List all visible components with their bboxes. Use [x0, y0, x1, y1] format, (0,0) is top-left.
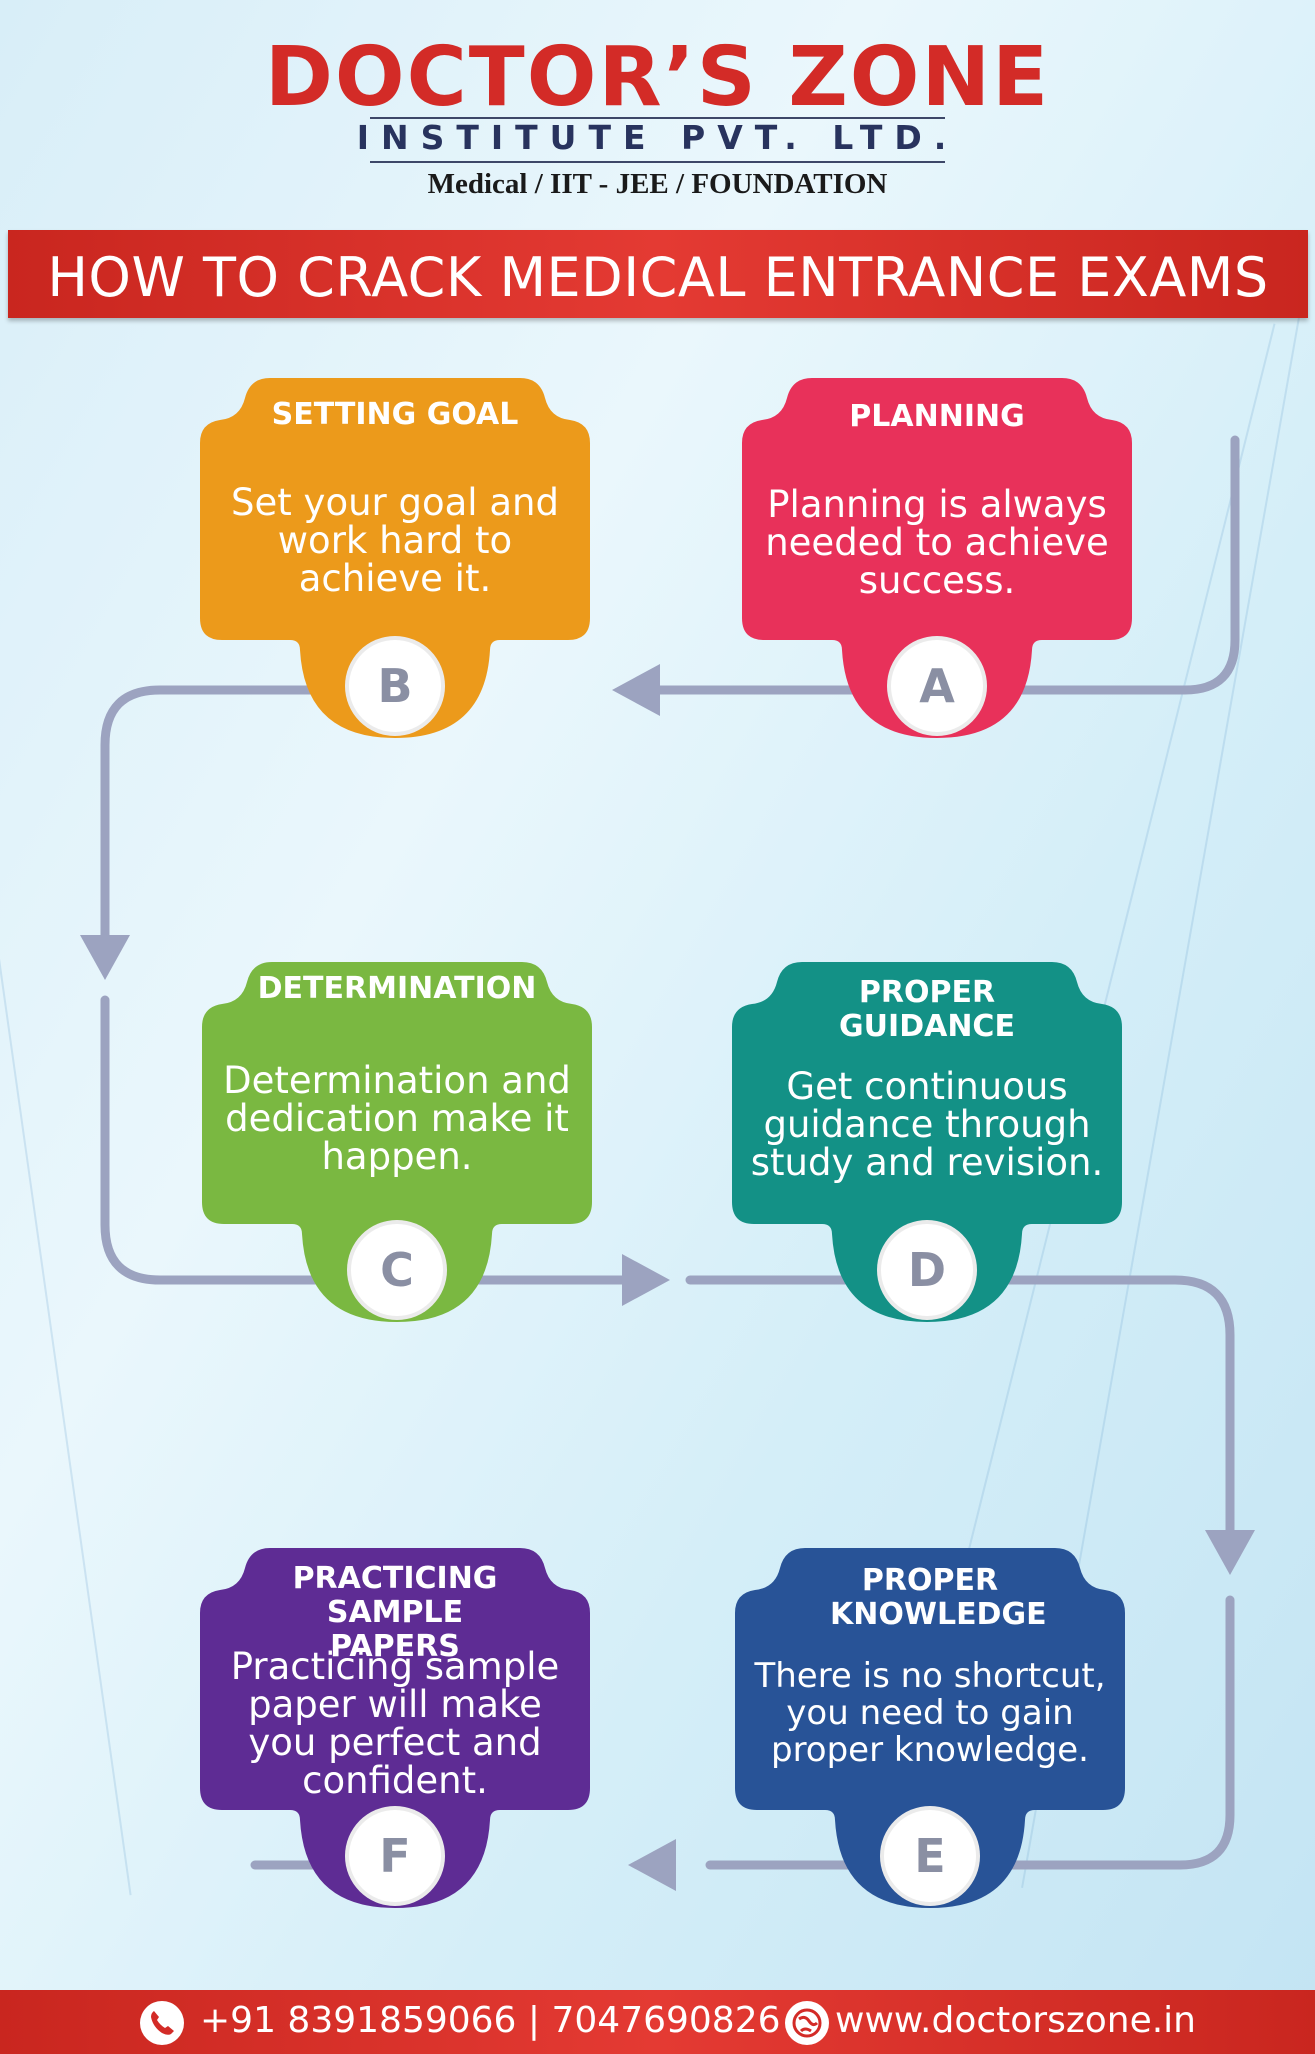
card-shape: [732, 962, 1122, 1322]
arrow-left-icon: [612, 664, 660, 716]
step-title-f: PRACTICING SAMPLE PAPERS: [292, 1561, 498, 1664]
footer-phone[interactable]: +91 8391859066 | 7047690826: [200, 2000, 781, 2041]
card-shape: [735, 1548, 1125, 1908]
step-title-c: DETERMINATION: [257, 971, 537, 1006]
globe-icon: [785, 2001, 829, 2045]
path-c: [100, 995, 360, 1285]
title-banner: HOW TO CRACK MEDICAL ENTRANCE EXAMS: [8, 230, 1308, 318]
arrow-down-icon: [1205, 1530, 1255, 1575]
path-d: [950, 1275, 1235, 1545]
step-title-d: PROPER GUIDANCE: [839, 975, 1015, 1044]
step-card-e: PROPER KNOWLEDGE There is no shortcut, y…: [735, 1548, 1125, 1908]
step-badge-b: B: [345, 636, 445, 736]
step-badge-f: F: [345, 1806, 445, 1906]
path-e: [925, 1595, 1235, 1870]
step-letter-f: F: [379, 1829, 411, 1883]
card-shape: [742, 378, 1132, 738]
path-b: [100, 685, 355, 945]
step-card-f: PRACTICING SAMPLE PAPERS Practicing samp…: [200, 1548, 590, 1908]
step-letter-a: A: [919, 659, 955, 713]
step-body-a: Planning is always needed to achieve suc…: [765, 483, 1109, 602]
step-card-a: PLANNING Planning is always needed to ac…: [742, 378, 1132, 738]
step-letter-d: D: [907, 1243, 947, 1297]
brand-name: DOCTOR’S ZONE: [264, 30, 1051, 125]
step-badge-c: C: [347, 1220, 447, 1320]
step-body-c: Determination and dedication make it hap…: [223, 1059, 571, 1178]
header-rule-top: [370, 117, 945, 119]
card-shape: [200, 378, 590, 738]
header: DOCTOR’S ZONE INSTITUTE PVT. LTD. Medica…: [0, 0, 1315, 228]
step-letter-c: C: [380, 1243, 414, 1297]
card-shape: [202, 962, 592, 1322]
arrow-left-icon: [628, 1839, 676, 1891]
footer-website[interactable]: www.doctorszone.in: [835, 2000, 1196, 2041]
step-title-a: PLANNING: [849, 399, 1025, 434]
step-title-e: PROPER KNOWLEDGE: [830, 1563, 1047, 1632]
step-body-e: There is no shortcut, you need to gain p…: [754, 1656, 1106, 1770]
step-body-f: Practicing sample paper will make you pe…: [230, 1645, 560, 1802]
path-a: [925, 435, 1240, 695]
arrow-right-icon: [622, 1254, 670, 1306]
brand-tagline: Medical / IIT - JEE / FOUNDATION: [427, 168, 888, 200]
step-letter-e: E: [914, 1829, 946, 1883]
phone-icon: [140, 2001, 184, 2045]
step-title-b: SETTING GOAL: [271, 397, 519, 432]
step-card-d: PROPER GUIDANCE Get continuous guidance …: [732, 962, 1122, 1322]
step-badge-e: E: [880, 1806, 980, 1906]
header-rule-bottom: [370, 161, 945, 163]
step-letter-b: B: [377, 659, 413, 713]
step-card-b: SETTING GOAL Set your goal and work hard…: [200, 378, 590, 738]
step-body-d: Get continuous guidance through study an…: [750, 1065, 1104, 1184]
step-badge-d: D: [877, 1220, 977, 1320]
step-badge-a: A: [887, 636, 987, 736]
arrow-down-icon: [80, 935, 130, 980]
step-body-b: Set your goal and work hard to achieve i…: [231, 481, 559, 600]
brand-subtitle: INSTITUTE PVT. LTD.: [356, 118, 959, 157]
footer-bar: +91 8391859066 | 7047690826 www.doctorsz…: [0, 1990, 1315, 2054]
step-card-c: DETERMINATION Determination and dedicati…: [202, 962, 592, 1322]
page-title: HOW TO CRACK MEDICAL ENTRANCE EXAMS: [47, 246, 1269, 309]
card-shape: [200, 1548, 590, 1908]
